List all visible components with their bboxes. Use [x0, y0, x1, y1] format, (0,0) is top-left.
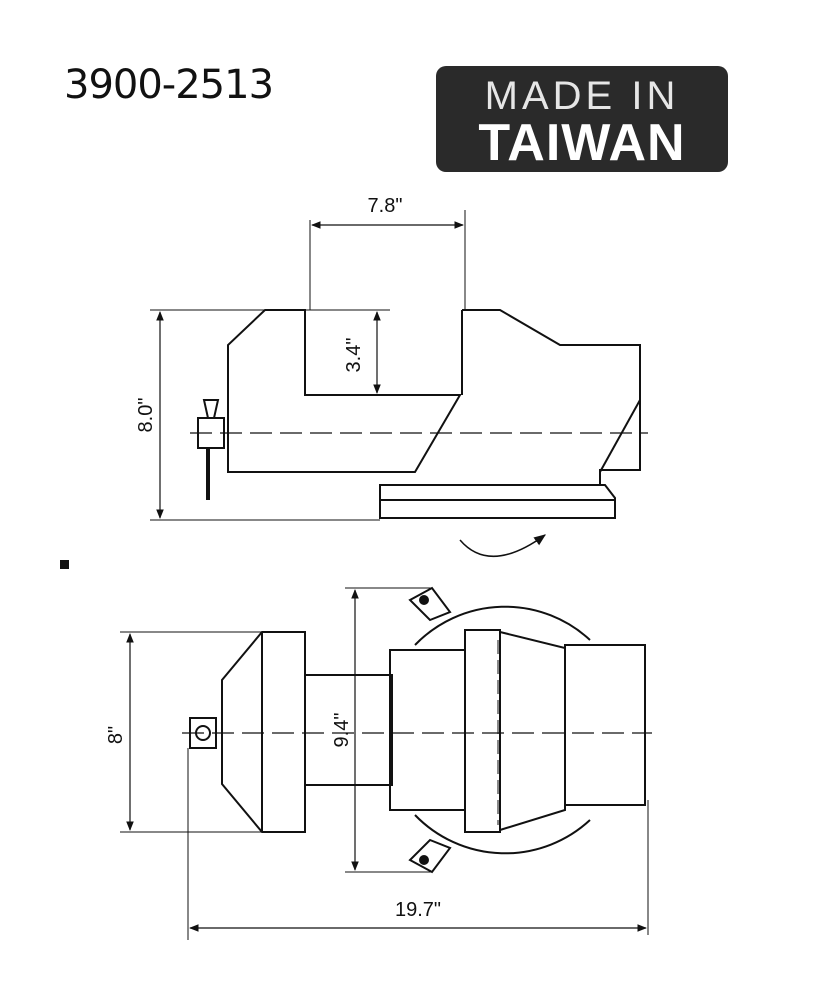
- made-in-taiwan-badge: MADE IN TAIWAN: [436, 66, 728, 172]
- badge-line1: MADE IN: [484, 74, 680, 118]
- side-view: [150, 210, 648, 558]
- part-number: 3900-2513: [64, 62, 274, 108]
- badge-line2: TAIWAN: [478, 114, 686, 172]
- dim-throat-depth: 3.4": [343, 338, 365, 373]
- dim-jaw-width: 7.8": [368, 195, 403, 217]
- top-view: [120, 586, 652, 940]
- handle-icon: [197, 399, 225, 500]
- bullet-marker: [60, 560, 69, 569]
- dim-height: 8.0": [135, 398, 157, 433]
- dim-overall-length: 19.7": [395, 899, 441, 921]
- dim-swivel-width: 9.4": [331, 713, 353, 748]
- rotate-arrow-icon: [459, 534, 546, 558]
- dim-base-width: 8": [105, 726, 127, 744]
